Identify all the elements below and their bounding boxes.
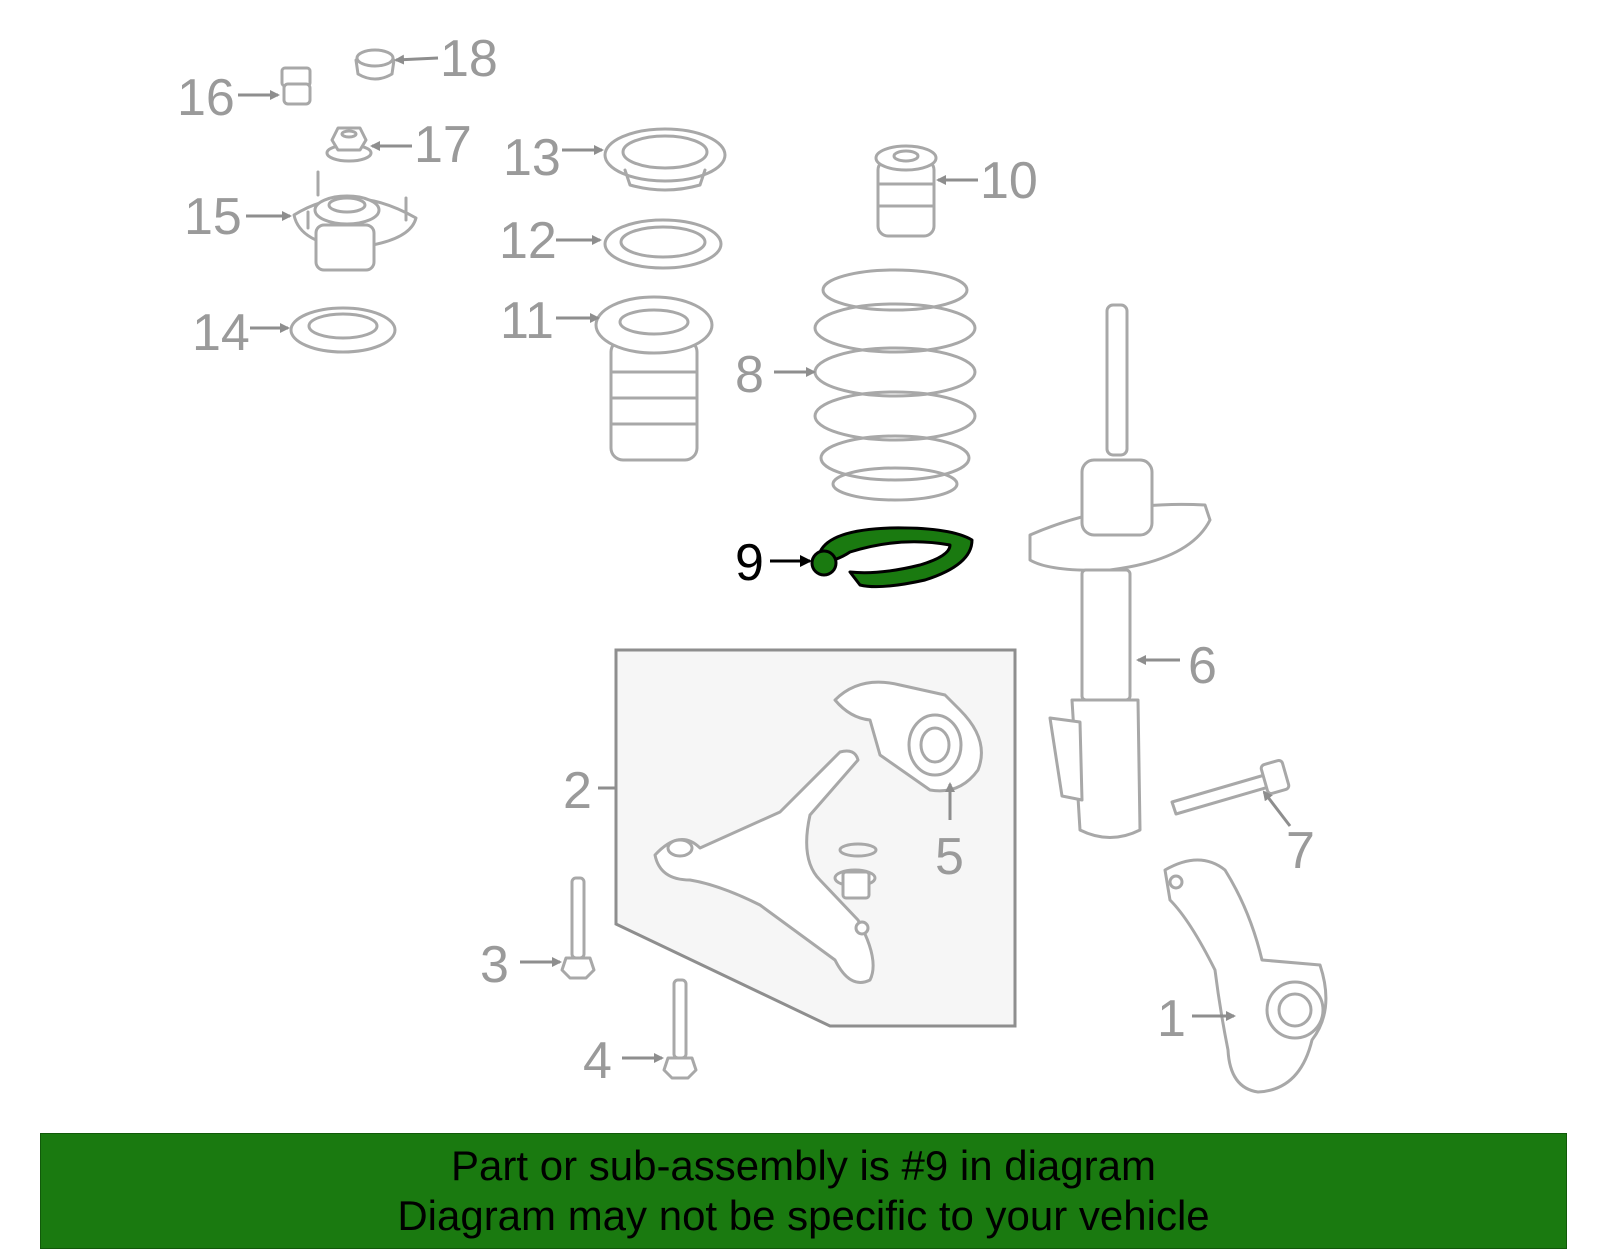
callout-10: 10 [980, 152, 1038, 210]
part-9-lower-spring-pad [810, 526, 974, 589]
part-2-lower-control-arm [653, 749, 878, 984]
part-18-bushing [354, 48, 396, 81]
callout-1: 1 [1157, 990, 1186, 1048]
part-17-flange-nut [325, 126, 373, 163]
callout-14: 14 [192, 304, 250, 362]
banner-line-2: Diagram may not be specific to your vehi… [397, 1192, 1210, 1239]
callout-18: 18 [440, 30, 498, 88]
part-11-dust-boot [594, 295, 714, 462]
part-7-bolt [1170, 758, 1291, 816]
part-6-strut [1028, 303, 1212, 839]
callout-17: 17 [414, 116, 472, 174]
info-banner: Part or sub-assembly is #9 in diagram Di… [40, 1133, 1567, 1249]
callout-15: 15 [184, 188, 242, 246]
callout-4: 4 [583, 1032, 612, 1090]
part-15-strut-mount [292, 170, 418, 272]
part-12-spring-pad [603, 218, 723, 270]
callout-12: 12 [499, 212, 557, 270]
part-8-coil-spring [813, 268, 977, 502]
arrow-18 [394, 54, 439, 65]
callout-9: 9 [735, 534, 764, 592]
part-4-bolt [662, 978, 698, 1080]
part-16-cap-nut [280, 66, 312, 106]
part-14-seat-ring [289, 306, 397, 354]
part-3-bolt [560, 876, 596, 980]
callout-3: 3 [480, 936, 509, 994]
callout-5: 5 [935, 828, 964, 886]
callout-8: 8 [735, 346, 764, 404]
callout-7: 7 [1286, 822, 1315, 880]
callout-16: 16 [177, 69, 235, 127]
part-1-steering-knuckle [1163, 858, 1328, 1094]
callout-6: 6 [1188, 637, 1217, 695]
callout-11: 11 [500, 292, 554, 350]
arrow-7 [1262, 790, 1292, 827]
part-13-spring-seat [603, 127, 727, 192]
banner-line-1: Part or sub-assembly is #9 in diagram [451, 1142, 1156, 1189]
part-5-bushing-bracket [833, 680, 983, 793]
callout-13: 13 [503, 129, 561, 187]
callout-2: 2 [563, 762, 592, 820]
part-10-bump-stop [874, 144, 938, 238]
